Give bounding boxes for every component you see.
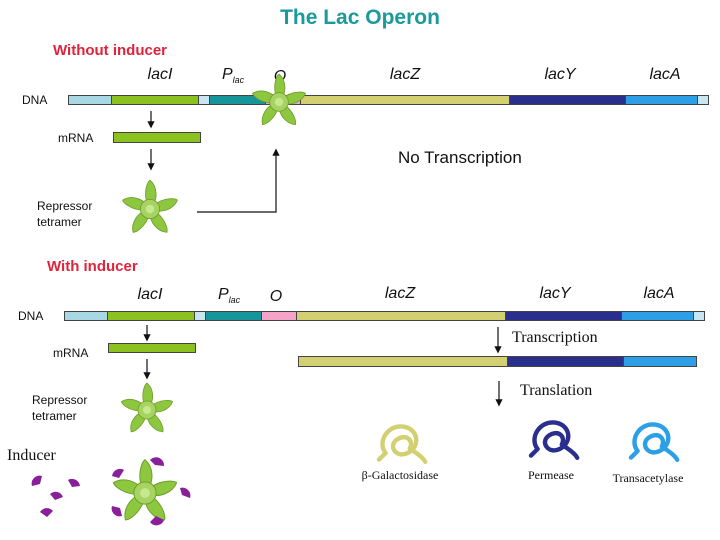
inducer-label: Inducer — [7, 447, 56, 464]
gene-label-operator-2: O — [269, 288, 283, 305]
gene-label-lacz: lacZ — [389, 66, 421, 83]
operon-mrna-laca — [623, 356, 697, 367]
repressor-label-2: Repressor tetramer — [32, 392, 87, 424]
arrow-repressor-to-operator — [197, 148, 280, 213]
gene-label-plac: Plac — [222, 66, 244, 85]
dna-flank-right-2 — [693, 311, 705, 321]
without-inducer-heading: Without inducer — [53, 42, 168, 59]
page-title: The Lac Operon — [280, 6, 440, 29]
transcription-label: Transcription — [512, 329, 598, 346]
gene-label-laci-2: lacI — [137, 286, 163, 303]
repressor-label-line1: Repressor — [37, 199, 93, 213]
product-label-galactosidase: β-Galactosidase — [361, 468, 439, 482]
laci-mrna-bar-2 — [108, 343, 196, 353]
translation-label: Translation — [520, 382, 593, 399]
repressor-label-line2: tetramer — [37, 215, 82, 229]
product-label-permease: Permease — [528, 468, 574, 482]
permease-protein-icon — [531, 422, 577, 457]
gene-label-laci: lacI — [147, 66, 173, 83]
no-transcription-text: No Transcription — [398, 148, 522, 167]
repressor-bound-operator — [250, 73, 308, 129]
gene-label-laca: lacA — [649, 66, 681, 83]
gene-label-lacy-2: lacY — [539, 285, 571, 302]
promoter-label: P — [222, 66, 233, 83]
gene-label-laca-2: lacA — [643, 285, 675, 302]
dna-label-2: DNA — [18, 309, 44, 323]
repressor-tetramer-icon-2 — [119, 382, 175, 436]
gene-label-lacz-2: lacZ — [384, 285, 416, 302]
free-inducer-molecules — [31, 475, 80, 517]
dna-flank-right — [697, 95, 709, 105]
gene-label-plac-2: Plac — [218, 286, 240, 305]
with-inducer-heading: With inducer — [47, 258, 138, 275]
repressor-label-2-line2: tetramer — [32, 409, 77, 423]
galactosidase-protein-icon — [379, 426, 425, 461]
repressor-tetramer-icon — [120, 179, 180, 237]
dna-label: DNA — [22, 93, 48, 107]
promoter-label-2: P — [218, 286, 229, 303]
mrna-label-2: mRNA — [53, 346, 89, 360]
mrna-label: mRNA — [58, 131, 94, 145]
repressor-label-2-line1: Repressor — [32, 393, 88, 407]
repressor-label: Repressor tetramer — [37, 198, 92, 230]
transacetylase-protein-icon — [631, 424, 677, 459]
promoter-subscript: lac — [232, 75, 245, 86]
laci-mrna-bar — [113, 132, 201, 143]
gene-label-lacy: lacY — [544, 66, 576, 83]
product-label-transacetylase: Transacetylase — [612, 471, 684, 485]
promoter-subscript-2: lac — [228, 295, 241, 306]
bound-inducer-molecules — [111, 457, 191, 526]
